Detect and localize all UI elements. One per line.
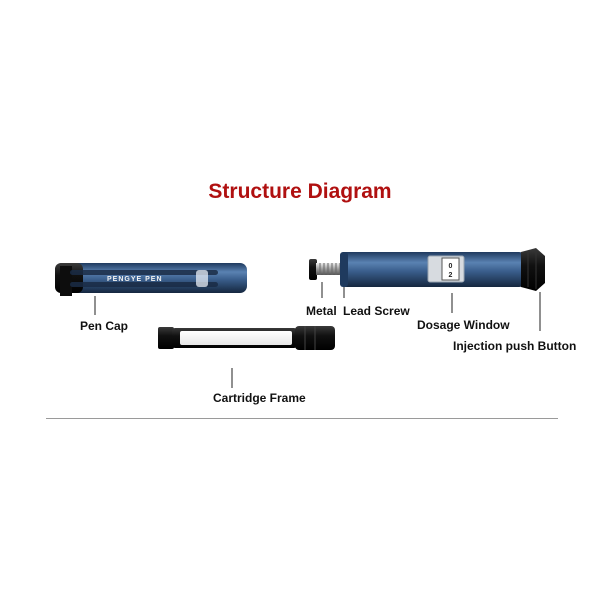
lead-screw-label: Lead Screw [343, 304, 410, 318]
metal-lead-screw [309, 259, 344, 280]
pen-cap: PENGYE PEN [55, 263, 247, 296]
injection-button-label: Injection push Button [453, 339, 577, 353]
pen-brand-text: PENGYE PEN [107, 276, 163, 283]
cartridge-frame [158, 326, 335, 350]
cartridge-frame-label: Cartridge Frame [213, 391, 306, 405]
dosage-mark-0: 0 [449, 263, 453, 270]
divider-line [46, 418, 558, 419]
metal-label: Metal [306, 304, 337, 318]
dosage-mark-2: 2 [449, 272, 453, 279]
pen-cap-label: Pen Cap [80, 319, 129, 333]
dosage-window: 0 2 [427, 255, 465, 283]
dosage-window-label: Dosage Window [417, 318, 510, 332]
diagram-title: Structure Diagram [208, 180, 392, 203]
